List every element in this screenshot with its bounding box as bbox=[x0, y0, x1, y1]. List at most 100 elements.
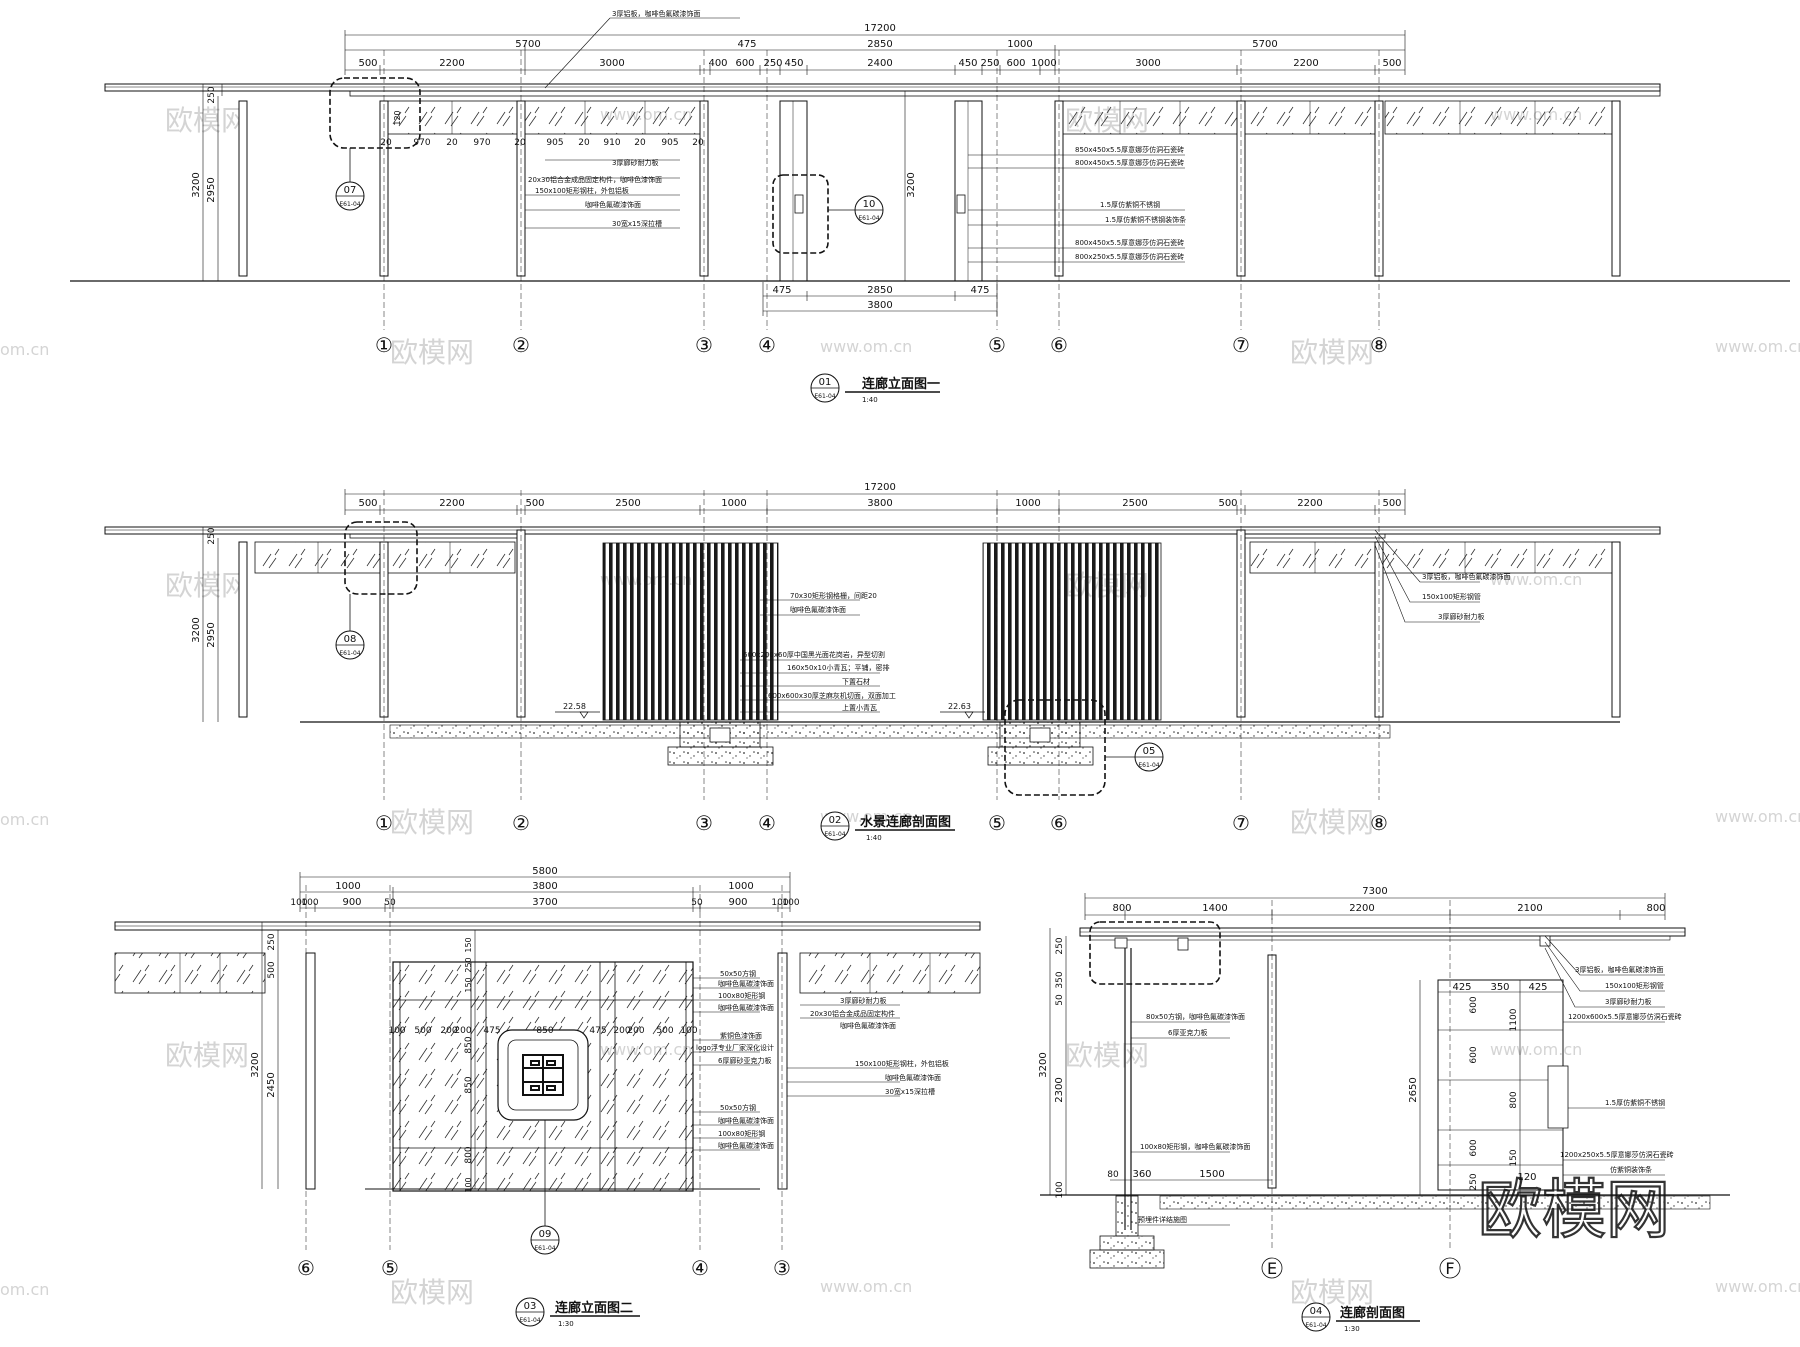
level-mark: 22.63 bbox=[948, 702, 971, 711]
dim: 2200 bbox=[1349, 903, 1374, 914]
dim: 800 bbox=[1509, 1091, 1519, 1108]
note: 3厚廊砂耐力板 bbox=[612, 158, 658, 167]
dim: 500 bbox=[1382, 498, 1401, 509]
view-01-elevation: 07 E61-04 10 E61-04 17200 5700 2850 5700 bbox=[70, 9, 1790, 404]
dim: 970 bbox=[473, 138, 490, 148]
note: 仿紫铜装饰条 bbox=[1610, 1165, 1652, 1174]
dim: 3200 bbox=[191, 617, 202, 642]
axis-labels: ① ② ③ ④ ⑤ ⑥ ⑦ ⑧ bbox=[375, 333, 1388, 357]
svg-text:E61-04: E61-04 bbox=[519, 1317, 540, 1324]
view-02-section: 22.58 22.63 08 E61-04 05 E61-04 bbox=[104, 482, 1661, 842]
note: 850x450x5.5厚意娜莎仿洞石瓷砖 bbox=[1075, 145, 1184, 154]
note: 咖啡色氟碳漆饰面 bbox=[718, 979, 774, 988]
note: 30宽x15深拉槽 bbox=[885, 1087, 935, 1096]
note: logo浮专业厂家深化设计 bbox=[696, 1043, 774, 1052]
dim: 360 bbox=[1132, 1169, 1151, 1180]
dim: 80 bbox=[1107, 1170, 1119, 1180]
dim: 450 bbox=[784, 58, 803, 69]
dim: 250 bbox=[763, 58, 782, 69]
note: 3厚铝板，咖啡色氟碳漆饰面 bbox=[1422, 572, 1510, 581]
dim: 600 bbox=[1006, 58, 1025, 69]
dim: 475 bbox=[737, 39, 756, 50]
note: 3厚廊砂耐力板 bbox=[840, 996, 886, 1005]
dim: 250 bbox=[267, 933, 277, 950]
note: 咖啡色氟碳漆饰面 bbox=[718, 1003, 774, 1012]
svg-text:10: 10 bbox=[863, 199, 876, 210]
dim: 200 bbox=[613, 1026, 630, 1036]
note: 100x80矩形钢，咖啡色氟碳漆饰面 bbox=[1140, 1142, 1250, 1151]
dim: 20 bbox=[514, 138, 526, 148]
note: 70x30矩形钢格栅，间距20 bbox=[790, 591, 877, 600]
watermarks: 欧模网 www.om.cn 欧模网 www.om.cn om.cn 欧模网 ww… bbox=[0, 104, 1800, 1309]
dim: 3200 bbox=[191, 172, 202, 197]
note: 160x50x10小青瓦；平铺，密排 bbox=[787, 663, 889, 672]
glass-panel bbox=[1244, 100, 1381, 135]
axis-label: ⑦ bbox=[1232, 811, 1250, 835]
watermark-brand: 欧模网 bbox=[390, 336, 474, 369]
gravel-bed bbox=[389, 724, 1391, 739]
dim: 1000 bbox=[1007, 39, 1032, 50]
axis-label: ② bbox=[512, 333, 530, 357]
dim: 250 bbox=[207, 527, 217, 544]
dim: 3200 bbox=[250, 1052, 261, 1077]
dim: 3700 bbox=[532, 897, 557, 908]
note: 咖啡色氟碳漆饰面 bbox=[718, 1141, 774, 1150]
note: 咖啡色氟碳漆饰面 bbox=[718, 1116, 774, 1125]
dim: 800 bbox=[1112, 903, 1131, 914]
dim: 50 bbox=[1055, 994, 1065, 1006]
dim: 2500 bbox=[615, 498, 640, 509]
dim: 1000 bbox=[728, 881, 753, 892]
dim: 2400 bbox=[867, 58, 892, 69]
steel-grille bbox=[602, 542, 779, 721]
logo-emblem bbox=[522, 1054, 564, 1096]
dim: 500 bbox=[1218, 498, 1237, 509]
watermark-url: www.om.cn bbox=[1715, 337, 1800, 356]
dim: 475 bbox=[483, 1026, 500, 1036]
watermark-url: www.om.cn bbox=[1490, 1040, 1582, 1059]
note: 800x450x5.5厚意娜莎仿洞石瓷砖 bbox=[1075, 158, 1184, 167]
dim: 2200 bbox=[1293, 58, 1318, 69]
watermark-logo: 欧模网 bbox=[1478, 1174, 1670, 1248]
dim: 50 bbox=[691, 898, 703, 908]
dim: 800 bbox=[464, 1146, 474, 1163]
view-title-text: 水景连廊剖面图 bbox=[860, 814, 951, 830]
note: 1.5厚仿紫铜不锈钢 bbox=[1100, 200, 1160, 209]
svg-text:E61-04: E61-04 bbox=[339, 650, 360, 657]
watermark-url: www.om.cn bbox=[1715, 807, 1800, 826]
detail-cloud bbox=[1089, 921, 1221, 985]
watermark-url: www.om.cn bbox=[1490, 570, 1582, 589]
dim: 100 bbox=[464, 1177, 473, 1192]
roof-slab bbox=[104, 526, 1661, 535]
watermark-url: om.cn bbox=[0, 1280, 49, 1299]
glass-panel bbox=[799, 952, 981, 994]
detail-callout: 10 E61-04 bbox=[854, 195, 884, 225]
axis-label: ⑧ bbox=[1370, 811, 1388, 835]
dim: 905 bbox=[546, 138, 563, 148]
dim-overall: 5800 bbox=[532, 866, 557, 877]
dim: 500 bbox=[1382, 58, 1401, 69]
note: 1200x600x5.5厚意娜莎仿洞石瓷砖 bbox=[1568, 1012, 1682, 1021]
axis-label: ③ bbox=[695, 333, 713, 357]
dim: 2850 bbox=[867, 39, 892, 50]
dim: 20 bbox=[380, 138, 392, 148]
footing bbox=[1099, 1235, 1155, 1251]
svg-text:01: 01 bbox=[819, 377, 832, 388]
view-title-text: 连廊剖面图 bbox=[1340, 1305, 1405, 1321]
dim: 5700 bbox=[515, 39, 540, 50]
svg-text:E61-04: E61-04 bbox=[814, 393, 835, 400]
dim: 1000 bbox=[1015, 498, 1040, 509]
dim: 910 bbox=[603, 138, 620, 148]
stone-pier bbox=[779, 100, 808, 282]
dim: 900 bbox=[342, 897, 361, 908]
dim: 475 bbox=[589, 1026, 606, 1036]
dim: 100 bbox=[782, 898, 799, 908]
watermark-brand: 欧模网 bbox=[1065, 1039, 1149, 1072]
view-03-elevation: 5800 1000 3800 1000 100 100 900 50 3700 … bbox=[114, 866, 981, 1328]
dim: 900 bbox=[728, 897, 747, 908]
dim: 800 bbox=[1646, 903, 1665, 914]
dim: 500 bbox=[656, 1026, 673, 1036]
watermark-brand: 欧模网 bbox=[1290, 1276, 1374, 1309]
dim: 905 bbox=[661, 138, 678, 148]
dim: 2200 bbox=[1297, 498, 1322, 509]
dim: 200 bbox=[627, 1026, 644, 1036]
